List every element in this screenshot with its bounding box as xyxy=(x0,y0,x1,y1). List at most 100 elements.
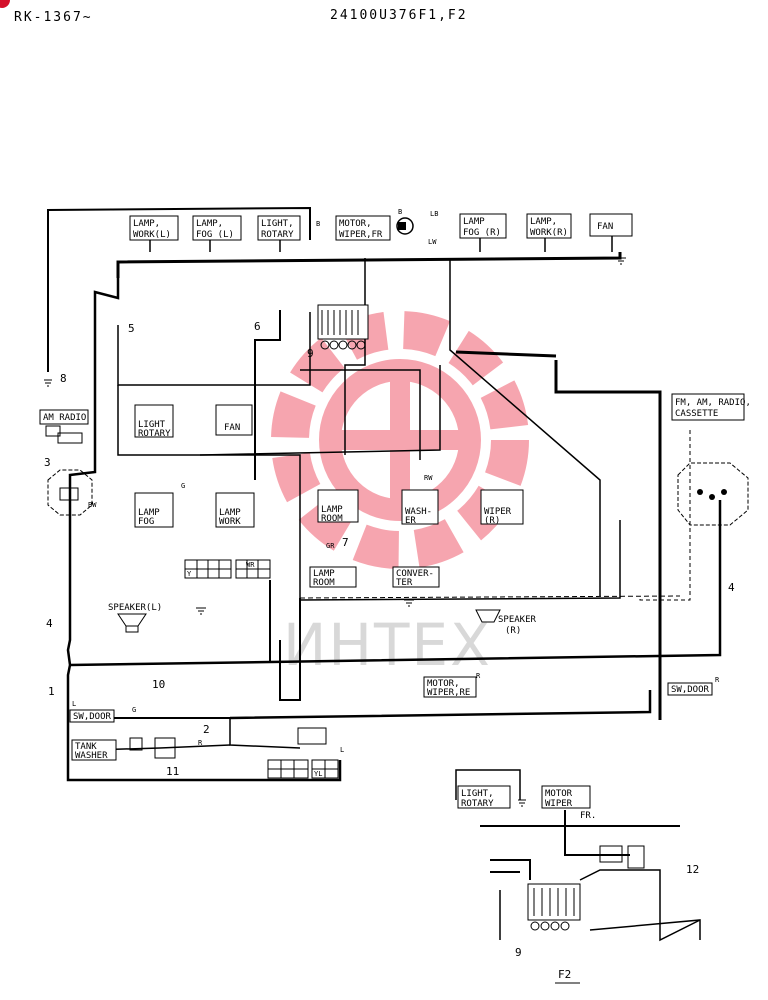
svg-text:LAMP: LAMP xyxy=(321,505,343,515)
svg-text:FOG (R): FOG (R) xyxy=(463,228,501,238)
svg-text:B: B xyxy=(316,220,320,228)
light-rotary-mid: LIGHT ROTARY xyxy=(134,404,174,439)
svg-text:ROOM: ROOM xyxy=(321,514,343,524)
washer: WASH- ER xyxy=(401,489,439,526)
svg-text:LAMP: LAMP xyxy=(138,508,160,518)
svg-text:GR: GR xyxy=(326,542,335,550)
svg-text:1: 1 xyxy=(48,685,55,698)
lamp-work-r: LAMP, WORK(R) xyxy=(526,213,572,239)
svg-text:FM, AM, RADIO,: FM, AM, RADIO, xyxy=(675,398,751,408)
svg-text:9: 9 xyxy=(515,946,522,959)
speaker-l: SPEAKER(L) xyxy=(108,603,162,633)
light-rotary-top: LIGHT, ROTARY xyxy=(257,215,301,241)
svg-text:3: 3 xyxy=(44,456,51,469)
svg-text:L: L xyxy=(340,746,344,754)
lamp-fog-mid: LAMP FOG xyxy=(134,492,174,528)
svg-text:6: 6 xyxy=(254,320,261,333)
svg-text:ROTARY: ROTARY xyxy=(261,230,294,240)
svg-text:12: 12 xyxy=(686,863,699,876)
junction-block-top xyxy=(317,304,369,350)
svg-text:FOG (L): FOG (L) xyxy=(196,230,234,240)
svg-text:WIPER,FR: WIPER,FR xyxy=(339,230,383,240)
svg-text:SPEAKER: SPEAKER xyxy=(498,615,537,625)
am-radio: AM RADIO xyxy=(39,409,89,444)
svg-text:BW: BW xyxy=(88,501,97,509)
document-code-left: RK-1367~ xyxy=(14,10,93,25)
svg-text:11: 11 xyxy=(166,765,179,778)
fm-am-radio-cassette: FM, AM, RADIO, CASSETTE xyxy=(671,393,751,421)
svg-text:CASSETTE: CASSETTE xyxy=(675,409,718,419)
svg-text:WIPER: WIPER xyxy=(484,507,512,517)
svg-text:MOTOR,: MOTOR, xyxy=(427,679,460,689)
svg-text:WASH-: WASH- xyxy=(405,507,432,517)
svg-text:G: G xyxy=(181,482,185,490)
svg-text:ROOM: ROOM xyxy=(313,578,335,588)
svg-text:LAMP: LAMP xyxy=(219,508,241,518)
sw-door-left: SW,DOOR xyxy=(69,709,115,723)
svg-text:5: 5 xyxy=(128,322,135,335)
svg-text:TER: TER xyxy=(396,578,413,588)
sw-door-right: SW,DOOR xyxy=(667,682,713,696)
svg-text:TANK: TANK xyxy=(75,742,97,752)
svg-text:2: 2 xyxy=(203,723,210,736)
svg-text:LIGHT,: LIGHT, xyxy=(261,219,294,229)
junction-block-f2 xyxy=(527,883,581,931)
svg-text:CONVER-: CONVER- xyxy=(396,569,434,579)
speaker-r: SPEAKER (R) xyxy=(475,609,537,636)
svg-text:4: 4 xyxy=(46,617,53,630)
ground-symbols xyxy=(44,257,626,807)
motor-wiper-fr: MOTOR, WIPER,FR xyxy=(335,215,391,241)
svg-text:AM RADIO: AM RADIO xyxy=(43,413,86,423)
wiper-r: WIPER (R) xyxy=(480,489,524,526)
converter: CONVER- TER xyxy=(392,566,440,588)
svg-text:SW,DOOR: SW,DOOR xyxy=(73,712,112,722)
svg-text:FR.: FR. xyxy=(580,811,596,821)
svg-text:LIGHT: LIGHT xyxy=(138,420,166,430)
callout-numbers: 1 2 3 4 4 5 6 7 8 9 9 10 11 12 xyxy=(44,320,735,959)
svg-text:YL: YL xyxy=(314,770,322,778)
radio-connector-right xyxy=(677,462,749,526)
svg-text:4: 4 xyxy=(728,581,735,594)
svg-text:ER: ER xyxy=(405,516,416,526)
svg-text:WIPER,RE: WIPER,RE xyxy=(427,688,470,698)
lamp-room-top: LAMP ROOM xyxy=(317,489,359,524)
svg-text:LAMP,: LAMP, xyxy=(196,219,223,229)
motor-wiper-re: MOTOR, WIPER,RE xyxy=(423,676,477,698)
connector-f2 xyxy=(599,845,645,869)
svg-text:LAMP,: LAMP, xyxy=(530,217,557,227)
svg-text:Y: Y xyxy=(187,570,192,578)
lamp-fog-l: LAMP, FOG (L) xyxy=(192,215,242,241)
svg-text:WORK(R): WORK(R) xyxy=(530,228,568,238)
washer-connector xyxy=(129,737,176,759)
lamp-fog-r: LAMP FOG (R) xyxy=(459,213,507,239)
svg-text:WIPER: WIPER xyxy=(545,799,573,809)
svg-text:(R): (R) xyxy=(484,516,500,526)
svg-text:R: R xyxy=(476,672,481,680)
connector-strip-bottom xyxy=(267,727,339,779)
svg-text:WR: WR xyxy=(246,561,255,569)
motor-wiper-f2: MOTOR WIPER FR. xyxy=(541,785,596,821)
tank-washer: TANK WASHER xyxy=(71,739,117,761)
svg-text:ROTARY: ROTARY xyxy=(138,429,171,439)
svg-text:FOG: FOG xyxy=(138,517,154,527)
svg-text:F2: F2 xyxy=(558,968,571,981)
svg-text:LW: LW xyxy=(428,238,437,246)
svg-text:LIGHT,: LIGHT, xyxy=(461,789,494,799)
svg-text:G: G xyxy=(132,706,136,714)
watermark-text: ИНТЕХ xyxy=(283,611,492,679)
svg-text:10: 10 xyxy=(152,678,165,691)
svg-text:FAN: FAN xyxy=(597,222,613,232)
lamp-work-mid: LAMP WORK xyxy=(215,492,255,528)
svg-text:8: 8 xyxy=(60,372,67,385)
svg-text:WORK: WORK xyxy=(219,517,241,527)
svg-text:LB: LB xyxy=(430,210,438,218)
svg-text:RW: RW xyxy=(424,474,433,482)
lamp-room-bottom: LAMP ROOM xyxy=(309,566,357,588)
corner-mark xyxy=(0,0,10,8)
svg-text:MOTOR,: MOTOR, xyxy=(339,219,372,229)
svg-text:9: 9 xyxy=(307,347,314,360)
connector-strip-mid xyxy=(184,559,271,579)
svg-text:L: L xyxy=(72,700,76,708)
svg-text:R: R xyxy=(715,676,720,684)
